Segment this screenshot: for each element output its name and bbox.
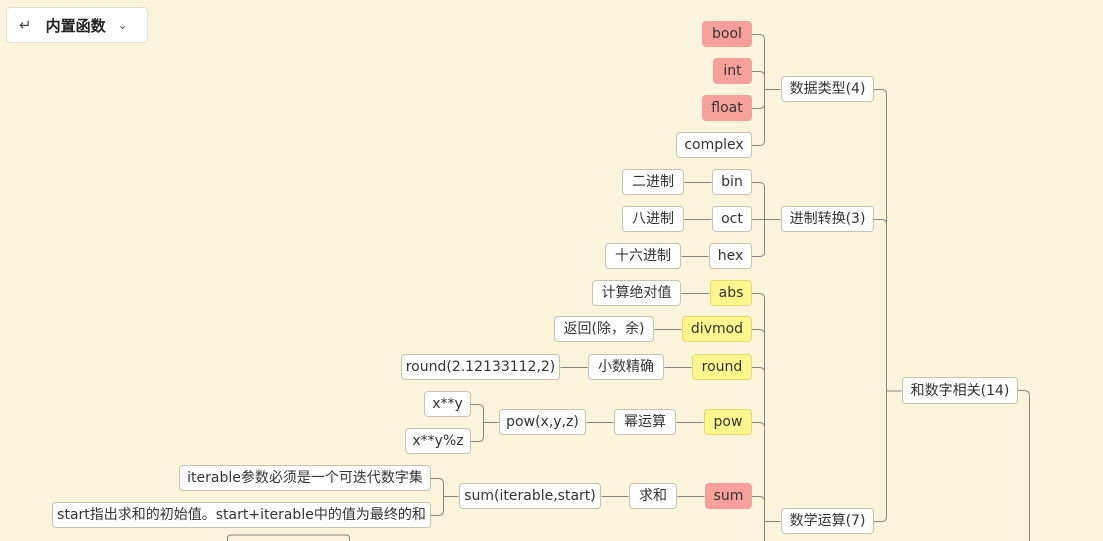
connector-leixing-float [752, 89, 765, 109]
back-arrow-icon[interactable]: ↵ [19, 16, 32, 34]
connector-yunsuan-round [752, 367, 765, 522]
mindmap-node-divmod[interactable]: divmod [682, 316, 752, 342]
connector-jinzhi-bin [752, 182, 765, 220]
mindmap-node-abs-d[interactable]: 计算绝对值 [592, 280, 681, 306]
mindmap-node-pow-e1[interactable]: x**y [424, 391, 471, 417]
mindmap-node-leixing[interactable]: 数据类型(4) [781, 76, 874, 102]
connector-shuzi-offscreen [1018, 390, 1030, 541]
connector-leixing-bool [752, 34, 765, 90]
connector-yunsuan-divmod [752, 329, 765, 522]
mindmap-node-oct[interactable]: oct [712, 206, 752, 232]
mindmap-node-sum-n2[interactable]: start指出求和的初始值。start+iterable中的值为最终的和 [52, 502, 431, 528]
connector-shuzi-leixing [874, 89, 887, 391]
connector-pow_s-pow_e1 [471, 404, 484, 423]
connector-lines [431, 34, 902, 522]
connector-leixing-complex [752, 89, 765, 146]
mindmap-node-sum[interactable]: sum [705, 483, 752, 509]
page-title: 内置函数 [45, 16, 106, 35]
mindmap-node-float[interactable]: float [702, 95, 752, 121]
mindmap-node-sum-d[interactable]: 求和 [629, 483, 677, 509]
connector-yunsuan-abs [752, 293, 765, 522]
chevron-down-icon[interactable]: ⌄ [117, 18, 128, 32]
connector-shuzi-yunsuan [874, 391, 887, 522]
mindmap-node-hex-d[interactable]: 十六进制 [605, 243, 681, 269]
mindmap-node-pow-s[interactable]: pow(x,y,z) [499, 409, 586, 435]
connector-shuzi-jinzhi [874, 219, 887, 391]
mindmap-node-pow-d[interactable]: 幂运算 [614, 409, 676, 435]
connector-pow_s-pow_e2 [471, 422, 484, 442]
mindmap-node-sum-n1[interactable]: iterable参数必须是一个可迭代数字集 [179, 465, 431, 491]
mindmap-node-round-d[interactable]: 小数精确 [588, 354, 664, 380]
mindmap-node-int[interactable]: int [713, 58, 752, 84]
mindmap-node-hex[interactable]: hex [709, 243, 752, 269]
mindmap-node-pow-e2[interactable]: x**y%z [405, 428, 471, 454]
mindmap-node-complex[interactable]: complex [676, 132, 752, 158]
connector-jinzhi-hex [752, 219, 765, 257]
truncated-branches [227, 390, 1030, 541]
mindmap-node-divmod-d[interactable]: 返回(除，余) [554, 316, 654, 342]
mindmap-node-bin-d[interactable]: 二进制 [622, 169, 684, 195]
partial-node-offscreen [227, 534, 350, 541]
mindmap-node-abs[interactable]: abs [710, 280, 752, 306]
mindmap-node-pow[interactable]: pow [704, 409, 752, 435]
mindmap-node-bin[interactable]: bin [712, 169, 752, 195]
mindmap-node-round-e[interactable]: round(2.12133112,2) [401, 354, 560, 380]
mindmap-node-oct-d[interactable]: 八进制 [622, 206, 684, 232]
connector-yunsuan-sum [752, 496, 765, 522]
connector-sum_s-sum_n2 [431, 496, 444, 516]
mindmap-node-bool[interactable]: bool [702, 21, 752, 47]
connector-yunsuan-pow [752, 422, 765, 522]
title-bar[interactable]: ↵ 内置函数 ⌄ [6, 7, 148, 43]
connector-sum_s-sum_n1 [431, 478, 444, 497]
mindmap-node-sum-s[interactable]: sum(iterable,start) [459, 483, 601, 509]
mindmap-node-shuzi[interactable]: 和数字相关(14) [902, 377, 1018, 404]
connector-leixing-int [752, 71, 765, 90]
mindmap-node-yunsuan[interactable]: 数学运算(7) [781, 508, 874, 534]
mindmap-node-jinzhi[interactable]: 进制转换(3) [781, 206, 874, 232]
mindmap-node-round[interactable]: round [692, 354, 752, 380]
